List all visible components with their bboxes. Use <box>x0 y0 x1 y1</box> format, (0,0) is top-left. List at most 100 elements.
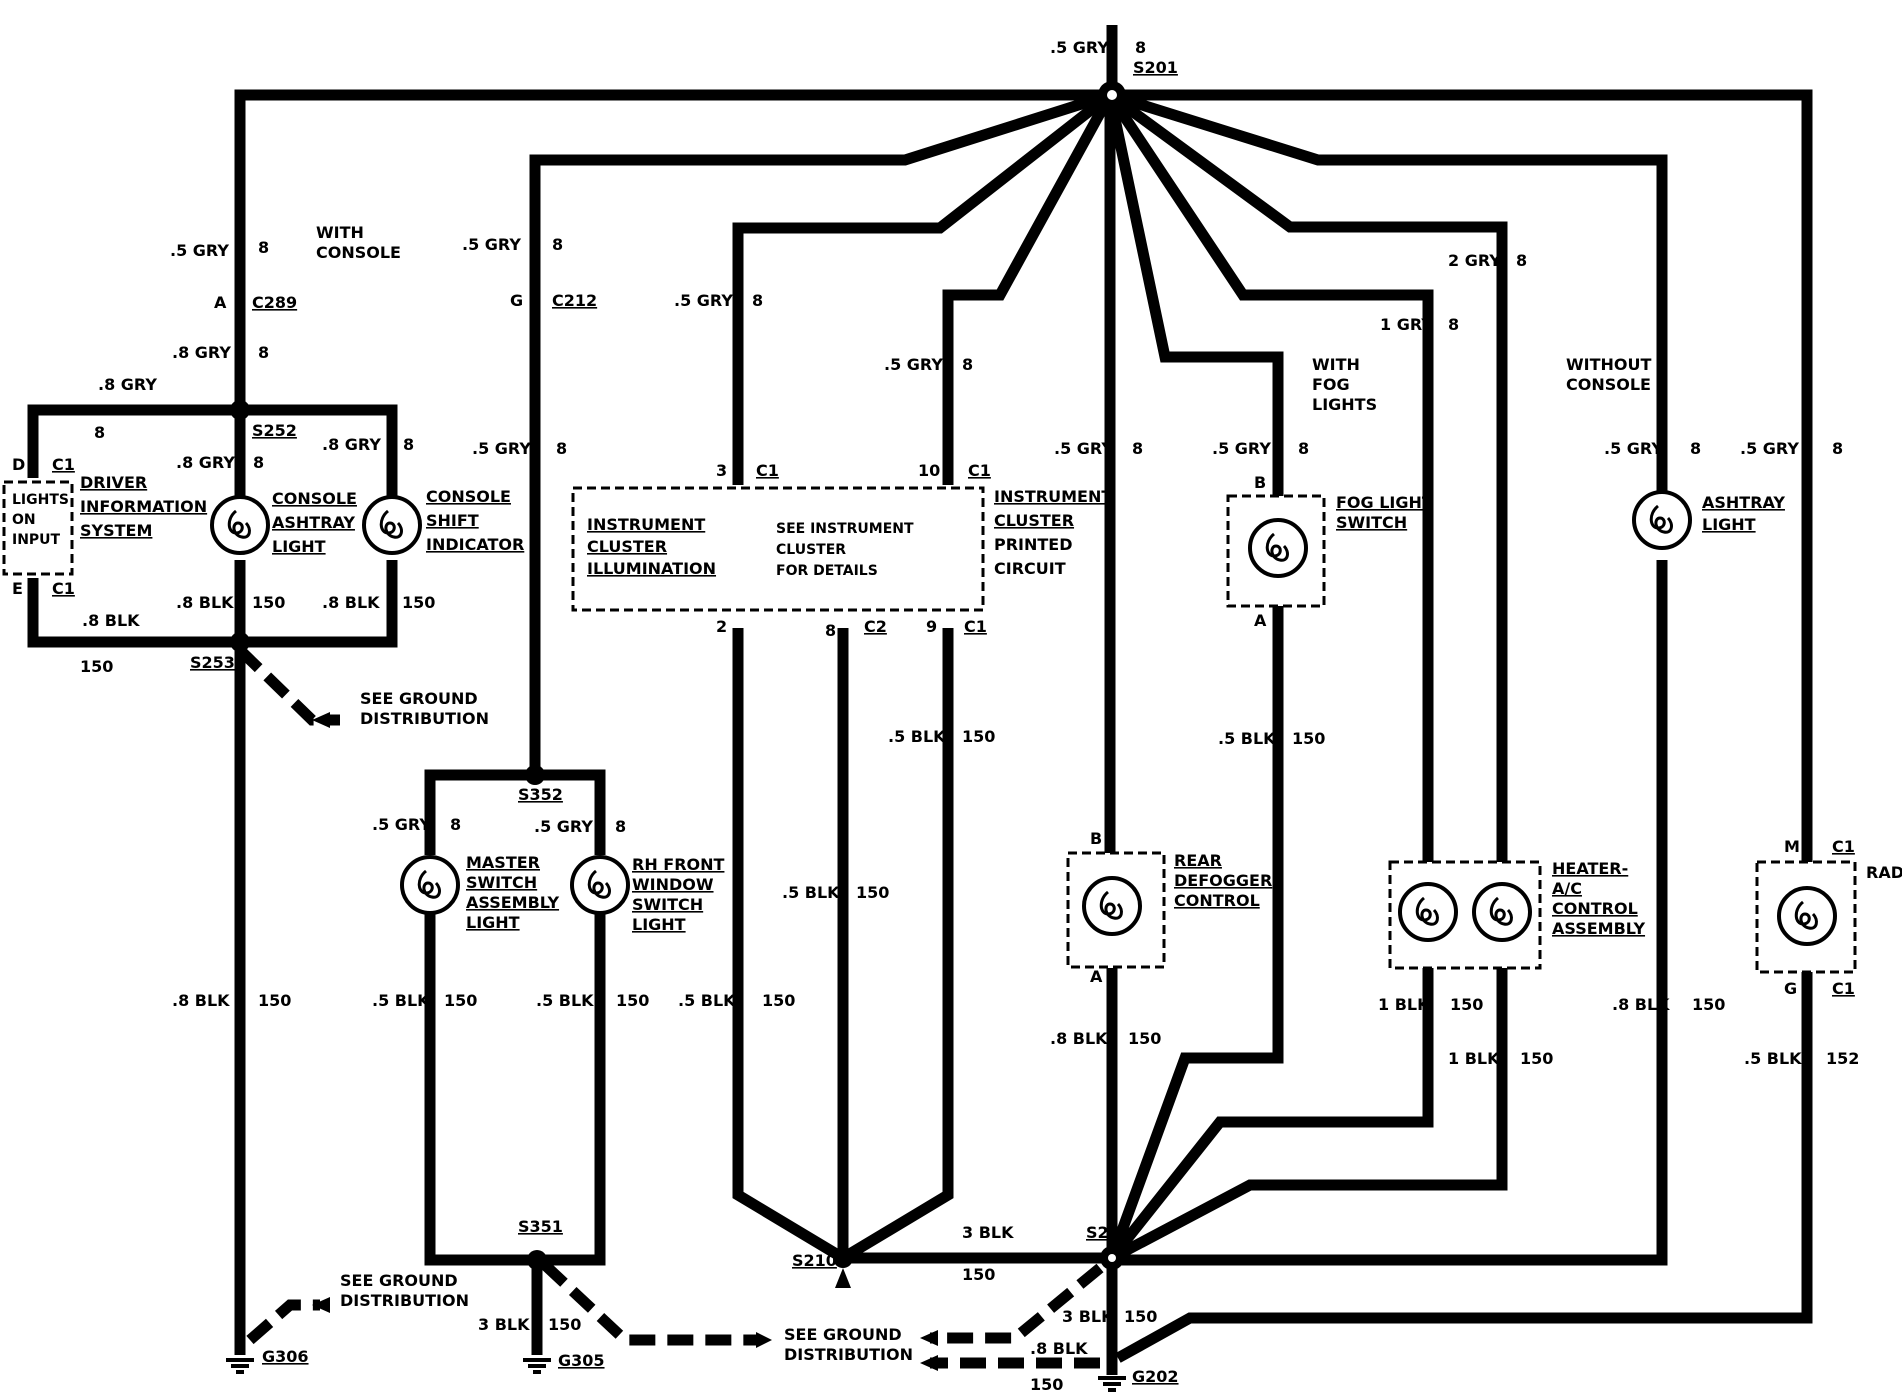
label-connectors-pin-8: 8 <box>825 621 836 640</box>
heater-bulb-1-icon <box>1398 882 1458 942</box>
wire-s252-right <box>240 404 398 510</box>
label-grounds-g306: G306 <box>262 1347 309 1366</box>
label-components-lights-on-3: INPUT <box>12 532 61 548</box>
label-components-dis-2: INFORMATION <box>80 497 207 516</box>
console-shift-bulb-icon <box>362 495 422 555</box>
label-splices-s252: S252 <box>252 421 297 440</box>
label-components-hac-4: ASSEMBLY <box>1552 919 1645 938</box>
wire-s352-left <box>424 769 535 855</box>
label-wires-gry05: .5 GRY <box>170 241 229 260</box>
lights-on-input-box <box>2 480 74 576</box>
label-wires-c150: 150 <box>252 593 285 612</box>
ground-arrow-icon <box>920 1355 938 1371</box>
label-wires-c8: 8 <box>752 291 763 310</box>
label-wires-blk05: .5 BLK <box>1744 1049 1802 1068</box>
wire-s201-ashtray <box>1108 89 1668 510</box>
label-notes-with-fog-1: WITH <box>1312 355 1360 374</box>
label-connectors-pin-a: A <box>214 293 227 312</box>
wire-rh-bottom <box>535 905 606 1266</box>
ground-arrow-icon <box>756 1332 772 1348</box>
label-wires-c150: 150 <box>762 991 795 1010</box>
label-components-rdc-1: REAR <box>1174 851 1222 870</box>
wire-s252-left <box>27 404 240 478</box>
label-wires-c150: 150 <box>1520 1049 1553 1068</box>
label-wires-gry05: .5 GRY <box>462 235 521 254</box>
label-wires-blk08: .8 BLK <box>176 593 234 612</box>
label-connectors-pin-m: M <box>1784 837 1800 856</box>
label-notes-with-console-1: WITH <box>316 223 364 242</box>
g305-ground-icon <box>521 1358 553 1374</box>
label-components-lights-on-2: ON <box>12 512 36 528</box>
wire-s352-right <box>535 769 606 855</box>
label-wires-c150: 150 <box>444 991 477 1010</box>
label-components-msa-3: ASSEMBLY <box>466 893 559 912</box>
label-notes-with-fog-3: LIGHTS <box>1312 395 1377 414</box>
label-components-fog-1: FOG LIGHT <box>1336 493 1433 512</box>
label-components-icpc-2: CLUSTER <box>994 511 1074 530</box>
label-wires-blk08: .8 BLK <box>322 593 380 612</box>
label-connectors-c289: C289 <box>252 293 297 312</box>
label-wires-c8: 8 <box>615 817 626 836</box>
label-wires-gry05: .5 GRY <box>674 291 733 310</box>
master-switch-bulb-icon <box>400 855 460 915</box>
label-wires-blk08: .8 BLK <box>82 611 140 630</box>
label-components-cal-2: ASHTRAY <box>272 513 355 532</box>
wire-s201-left <box>234 89 1110 410</box>
wire-s201-pin10 <box>942 92 1115 485</box>
console-ashtray-bulb-icon <box>210 495 270 555</box>
label-components-ici-1: INSTRUMENT <box>587 515 705 534</box>
label-wires-c8: 8 <box>450 815 461 834</box>
label-components-icpc-1: INSTRUMENT <box>994 487 1112 506</box>
label-wires-blk05: .5 BLK <box>782 883 840 902</box>
wire-left-bottom <box>27 578 240 648</box>
label-wires-c150: 150 <box>1128 1029 1161 1048</box>
label-components-icpc-3: PRINTED <box>994 535 1073 554</box>
label-wires-blk1: 1 BLK <box>1448 1049 1500 1068</box>
label-components-rdc-3: CONTROL <box>1174 891 1260 910</box>
labels: .5 GRY 8 S201 .5 GRY 8 WITH CONSOLE A C2… <box>12 38 1902 1392</box>
label-wires-blk05: .5 BLK <box>678 991 736 1010</box>
wire-pin2 <box>732 628 846 1263</box>
label-wires-c8: 8 <box>253 453 264 472</box>
label-components-rhf-4: LIGHT <box>632 915 686 934</box>
label-connectors-c1: C1 <box>964 617 987 636</box>
label-wires-blk08: .8 BLK <box>1612 995 1670 1014</box>
label-components-rdc-2: DEFOGGER <box>1174 871 1272 890</box>
label-wires-blk1: 1 BLK <box>1378 995 1430 1014</box>
label-wires-c150: 150 <box>962 1265 995 1284</box>
label-connectors-pin-9: 9 <box>926 617 937 636</box>
label-wires-gry05: .5 GRY <box>534 817 593 836</box>
label-components-hac-3: CONTROL <box>1552 899 1638 918</box>
label-notes-ground-2: DISTRIBUTION <box>340 1291 469 1310</box>
label-grounds-g202: G202 <box>1132 1367 1179 1386</box>
label-wires-c150: 150 <box>616 991 649 1010</box>
label-components-cal-1: CONSOLE <box>272 489 357 508</box>
ground-arrow-icon <box>920 1330 938 1346</box>
label-wires-blk08: .8 BLK <box>1030 1339 1088 1358</box>
wires <box>27 25 1813 1375</box>
label-connectors-c212: C212 <box>552 291 597 310</box>
label-components-ici-2: CLUSTER <box>587 537 667 556</box>
wire-s201-pin3 <box>732 90 1114 485</box>
label-wires-c8: 8 <box>1832 439 1843 458</box>
label-wires-blk05: .5 BLK <box>372 991 430 1010</box>
label-components-lights-on-1: LIGHTS <box>12 492 69 508</box>
label-components-ici-3: ILLUMINATION <box>587 559 716 578</box>
label-components-rhf-3: SWITCH <box>632 895 703 914</box>
wire-s201-heater1 <box>1105 91 1434 868</box>
label-connectors-pin-g: G <box>510 291 523 310</box>
label-notes-ground-1: SEE GROUND <box>784 1325 902 1344</box>
label-wires-c8: 8 <box>403 435 414 454</box>
label-wires-c150: 150 <box>258 991 291 1010</box>
label-splices-s351: S351 <box>518 1217 563 1236</box>
label-wires-gry08: .8 GRY <box>176 453 235 472</box>
radio-bulb-icon <box>1777 886 1837 946</box>
label-wires-gry05: .5 GRY <box>1050 38 1109 57</box>
label-connectors-c1: C1 <box>968 461 991 480</box>
label-wires-blk05: .5 BLK <box>536 991 594 1010</box>
wire-s201-fog <box>1104 93 1284 500</box>
wire-s201-c212 <box>529 89 1112 775</box>
label-components-msa-1: MASTER <box>466 853 540 872</box>
label-wires-c8: 8 <box>1132 439 1143 458</box>
